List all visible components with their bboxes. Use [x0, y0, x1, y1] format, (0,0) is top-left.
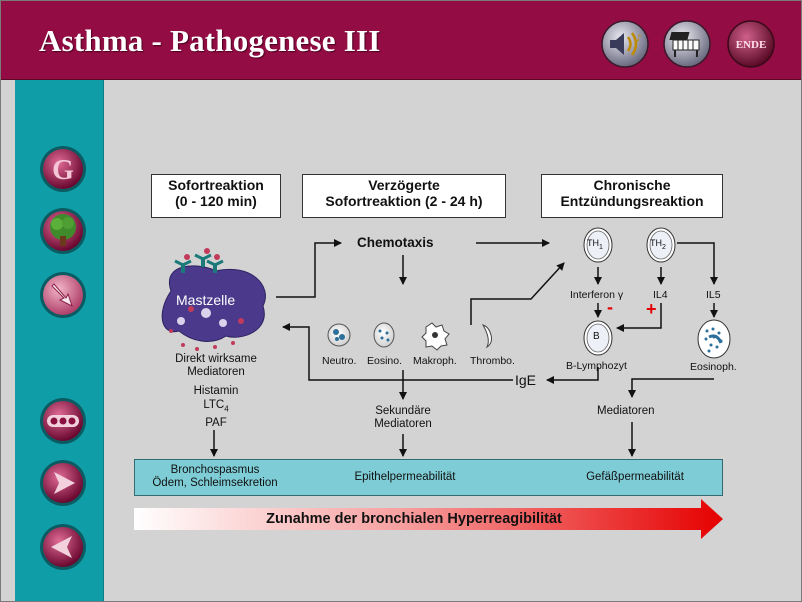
interferon-label: Interferon γ	[570, 289, 624, 301]
col2-title: Verzögerte	[368, 177, 440, 193]
header-bar: Asthma - Pathogenese III ♪	[1, 1, 801, 80]
eosinoph-label: Eosinoph.	[690, 361, 737, 373]
th2-sub: 2	[662, 243, 666, 251]
sekundaere-line1: Sekundäre	[375, 405, 431, 417]
dots-icon	[40, 398, 86, 444]
glossary-button[interactable]: G	[38, 144, 88, 194]
notes-button[interactable]	[662, 19, 712, 69]
tree-icon	[40, 208, 86, 254]
makrophage-cell	[421, 322, 450, 351]
b-lymphozyt-label: B-Lymphozyt	[566, 360, 627, 372]
direkt-wirksame-label: Direkt wirksame Mediatoren	[161, 353, 271, 379]
page-title: Asthma - Pathogenese III	[39, 23, 381, 58]
bronchospasmus-line2: Ödem, Schleimsekretion	[152, 477, 278, 489]
epithel-label: Epithelpermeabilität	[354, 471, 456, 483]
speaker-icon: ♪	[601, 20, 649, 68]
thrombo-label: Thrombo.	[470, 355, 515, 367]
ltc-text: LTC	[203, 399, 225, 411]
sofortreaktion-box: Sofortreaktion (0 - 120 min)	[151, 174, 281, 218]
ltc4-label: LTC4	[161, 398, 271, 416]
mastzelle-label: Mastzelle	[176, 292, 236, 308]
chemotaxis-label: Chemotaxis	[357, 235, 434, 250]
th1-text: TH	[587, 238, 599, 248]
next-button[interactable]	[38, 458, 88, 508]
il4-label: IL4	[653, 289, 668, 301]
mediator-list: Histamin LTC4 PAF	[161, 384, 271, 430]
effects-box: Bronchospasmus Ödem, Schleimsekretion Ep…	[134, 459, 723, 496]
makroph-label: Makroph.	[413, 355, 457, 367]
ltc-sub: 4	[224, 404, 229, 414]
direkt-line2: Mediatoren	[187, 366, 245, 378]
minus-sign: -	[607, 297, 613, 317]
link-button[interactable]	[38, 270, 88, 320]
end-button[interactable]: ENDE	[726, 19, 776, 69]
eosinophil-cell	[373, 322, 395, 348]
histamin-label: Histamin	[193, 385, 239, 397]
end-icon: ENDE	[727, 20, 775, 68]
col3-title: Chronische	[593, 177, 671, 193]
ige-label: IgE	[515, 372, 537, 388]
bronchospasmus-label: Bronchospasmus Ödem, Schleimsekretion	[135, 464, 295, 490]
eosino-label: Eosino.	[367, 355, 403, 367]
eosinophil-large-cell	[697, 319, 731, 359]
col1-sub: (0 - 120 min)	[175, 193, 257, 209]
bronchospasmus-line1: Bronchospasmus	[170, 464, 260, 476]
glossary-label: G	[52, 155, 74, 186]
neutrophil-cell	[327, 323, 351, 347]
gefaess-label: Gefäßpermeabilität	[586, 471, 684, 483]
overview-button[interactable]	[38, 396, 88, 446]
chronische-box: Chronische Entzündungsreaktion	[541, 174, 723, 218]
hyperreagibility-bar: Zunahme der bronchialen Hyperreagibilitä…	[134, 501, 723, 541]
direkt-line1: Direkt wirksame	[175, 353, 257, 365]
piano-icon	[663, 20, 711, 68]
col3-sub: Entzündungsreaktion	[560, 193, 704, 209]
il5-label: IL5	[706, 289, 721, 301]
verzoegerte-box: Verzögerte Sofortreaktion (2 - 24 h)	[302, 174, 506, 218]
audio-button[interactable]: ♪	[600, 19, 650, 69]
paf-label: PAF	[205, 417, 227, 430]
b-cell-label: B	[593, 331, 600, 342]
sekundaere-line2: Mediatoren	[374, 418, 432, 430]
plus-sign: +	[646, 299, 657, 319]
thrombozyt-cell	[481, 324, 492, 349]
end-label: ENDE	[736, 39, 767, 51]
back-button[interactable]	[38, 522, 88, 572]
hyperreagibility-label: Zunahme der bronchialen Hyperreagibilitä…	[266, 511, 562, 527]
th2-text: TH	[650, 238, 662, 248]
th1-label: TH1	[587, 238, 603, 251]
arrow-left-icon	[40, 524, 86, 570]
neutro-label: Neutro.	[322, 355, 357, 367]
col1-title: Sofortreaktion	[168, 177, 264, 193]
glossary-icon: G	[40, 146, 86, 192]
arrow-right-icon	[40, 460, 86, 506]
th2-label: TH2	[650, 238, 666, 251]
tree-button[interactable]	[38, 206, 88, 256]
sidebar: G	[15, 80, 104, 601]
th1-sub: 1	[599, 243, 603, 251]
sekundaere-mediatoren-label: Sekundäre Mediatoren	[353, 405, 453, 431]
link-arrow-icon	[40, 272, 86, 318]
mediatoren3-label: Mediatoren	[597, 405, 655, 417]
col2-sub: Sofortreaktion (2 - 24 h)	[325, 193, 483, 209]
svg-text:♪: ♪	[636, 34, 642, 44]
